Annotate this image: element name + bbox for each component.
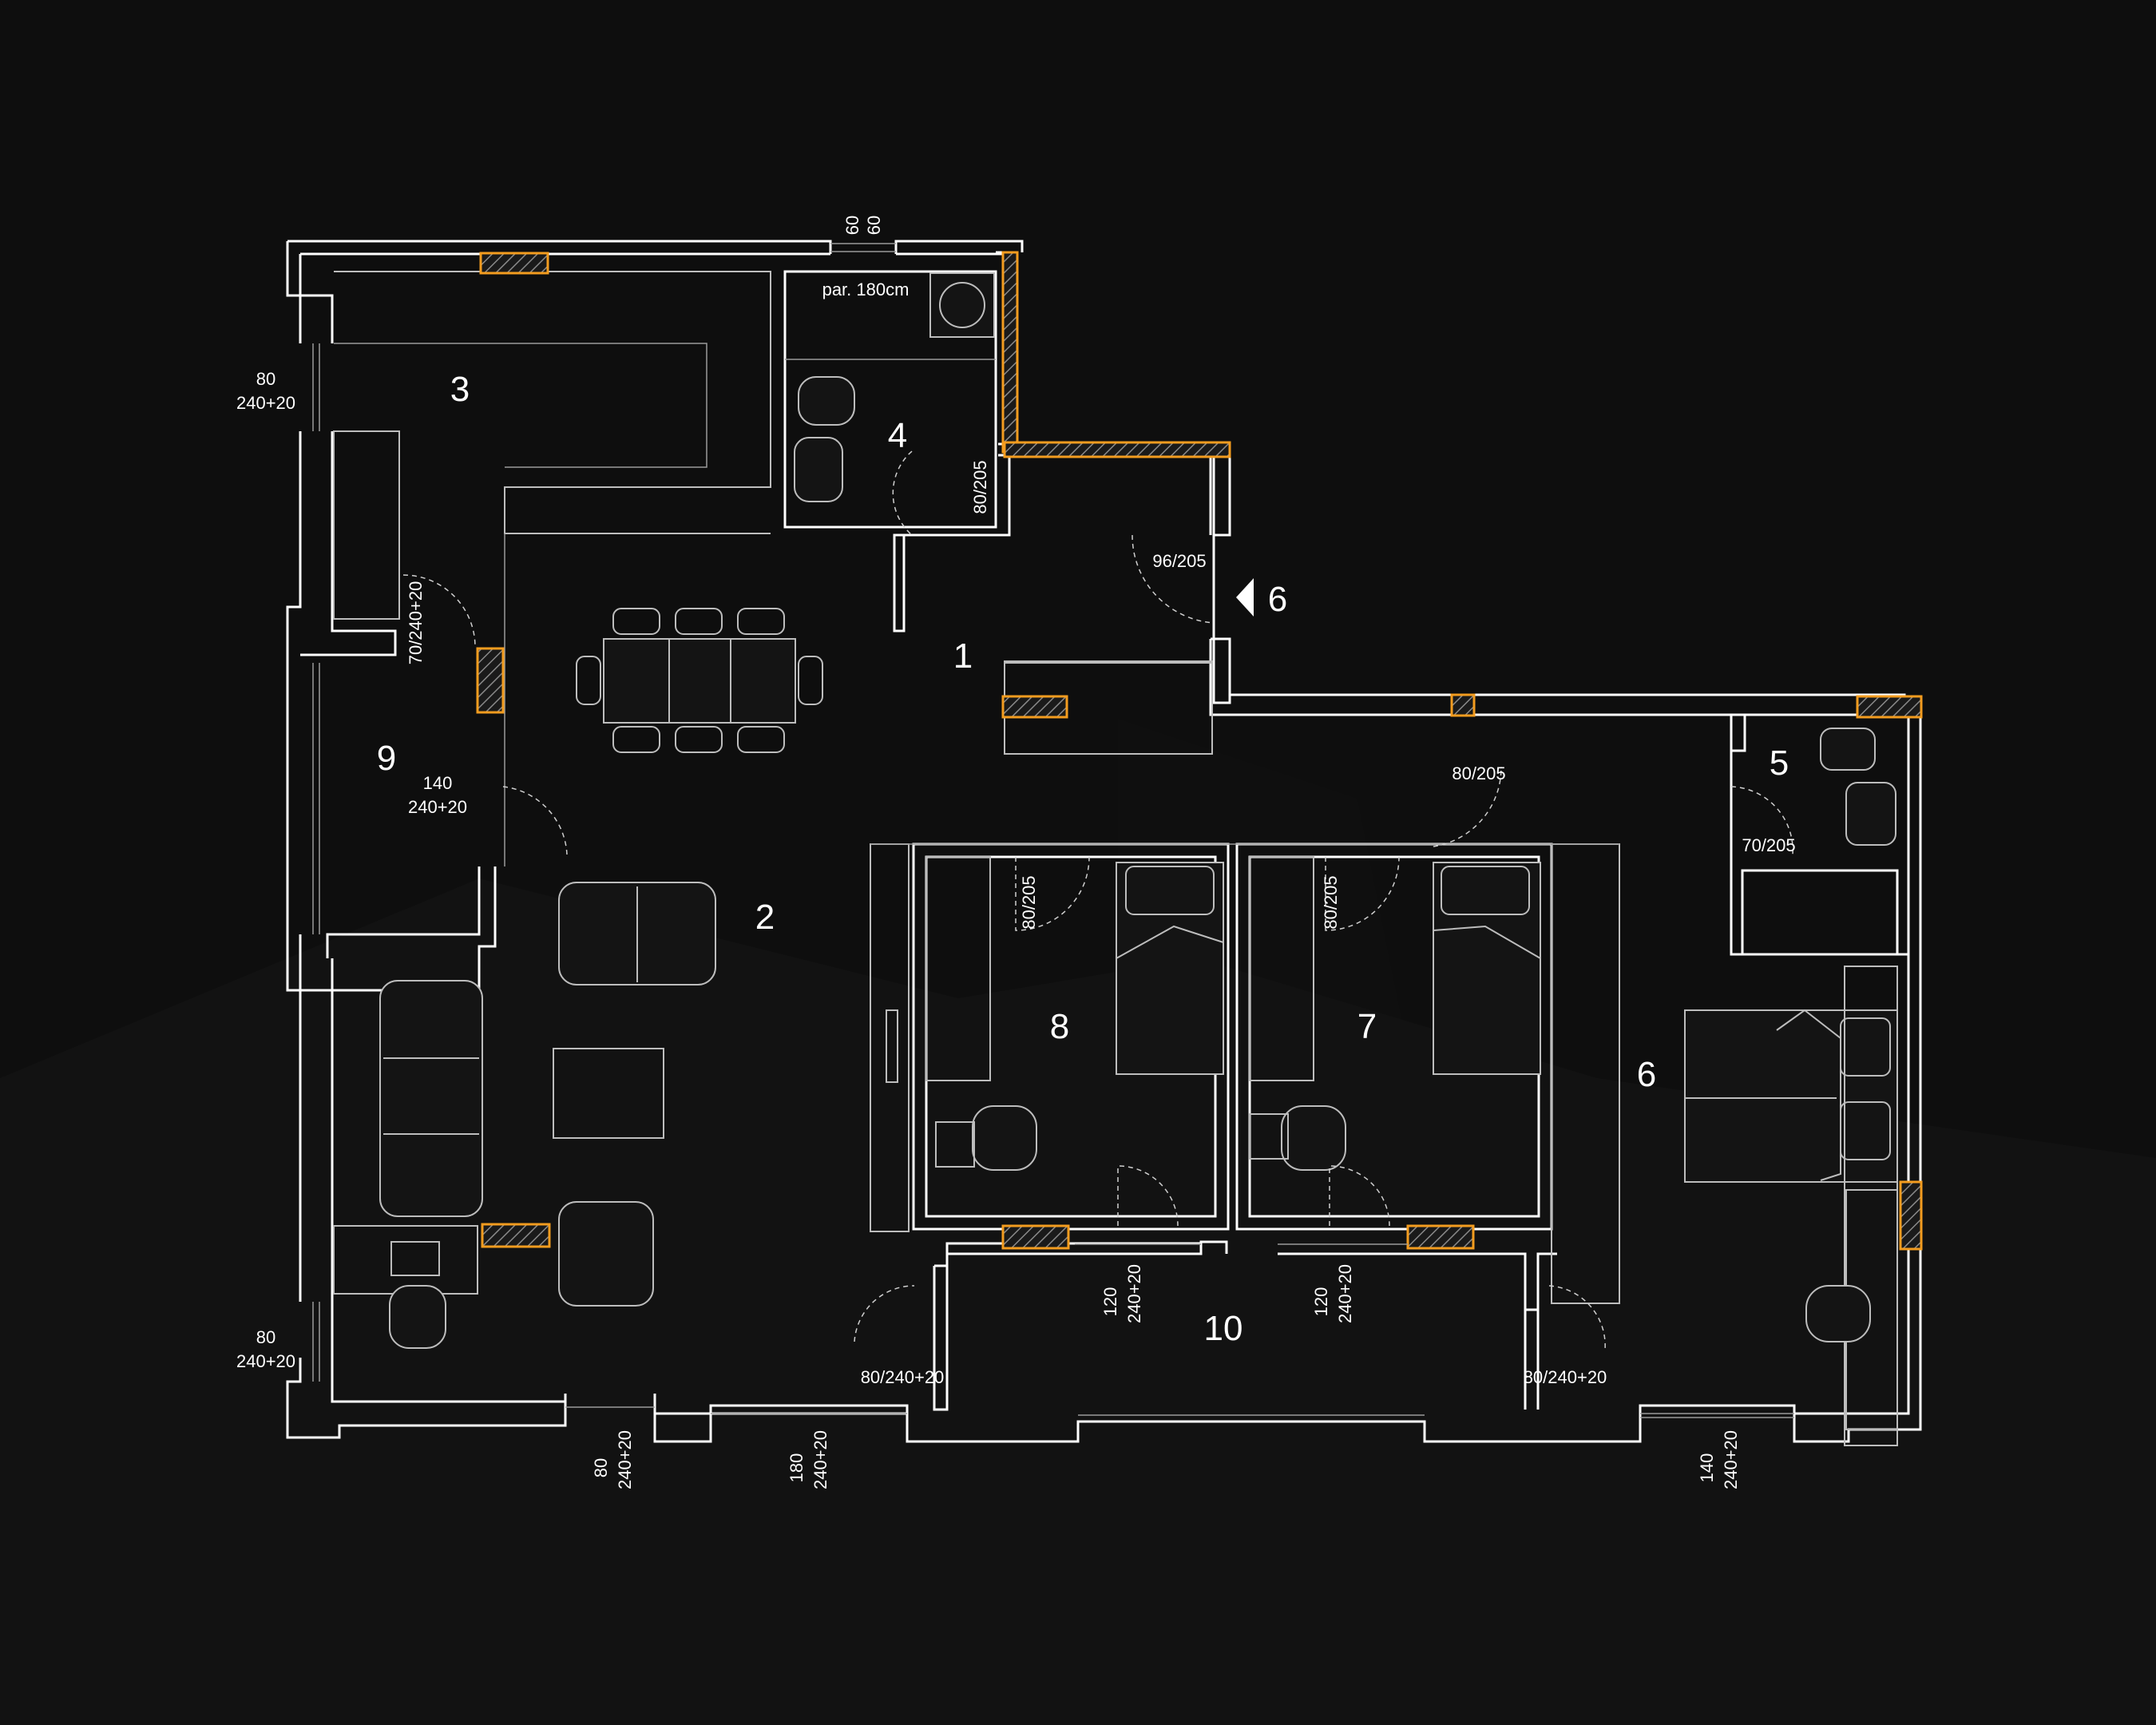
- svg-text:80/205: 80/205: [1321, 875, 1341, 929]
- svg-text:240+20: 240+20: [236, 393, 295, 413]
- room-label-3: 3: [450, 370, 470, 409]
- room-label-4: 4: [888, 416, 907, 455]
- svg-text:80/205: 80/205: [970, 460, 990, 514]
- svg-text:70/240+20: 70/240+20: [406, 581, 426, 665]
- bedroom-desks: [935, 1105, 1346, 1171]
- svg-text:80: 80: [256, 1327, 275, 1347]
- window-lines: [312, 243, 1425, 1416]
- svg-text:240+20: 240+20: [810, 1430, 830, 1489]
- living-furniture: [333, 608, 1213, 1349]
- bathroom-5-walls: [1730, 713, 1910, 956]
- background-silhouette: [0, 719, 2156, 1725]
- svg-text:60: 60: [842, 216, 862, 235]
- bedroom-7-walls: [1235, 843, 1553, 1231]
- svg-text:140: 140: [1697, 1453, 1717, 1483]
- room-label-5: 5: [1770, 744, 1789, 783]
- svg-text:80: 80: [591, 1458, 611, 1477]
- svg-text:240+20: 240+20: [615, 1430, 635, 1489]
- entrance-marker: 6: [1268, 580, 1287, 619]
- door-swings: [402, 450, 1793, 1350]
- room-label-7: 7: [1357, 1007, 1377, 1046]
- svg-text:par. 180cm: par. 180cm: [822, 280, 910, 299]
- room-label-10: 10: [1204, 1309, 1243, 1348]
- svg-text:240+20: 240+20: [1721, 1430, 1741, 1489]
- bathroom-4-fixtures: [785, 272, 996, 502]
- svg-text:60: 60: [864, 216, 884, 235]
- room-label-2: 2: [755, 898, 775, 937]
- svg-text:120: 120: [1100, 1287, 1120, 1317]
- svg-text:80/240+20: 80/240+20: [1524, 1367, 1607, 1387]
- svg-text:80/240+20: 80/240+20: [861, 1367, 945, 1387]
- svg-text:240+20: 240+20: [1335, 1264, 1355, 1323]
- svg-text:120: 120: [1311, 1287, 1331, 1317]
- kitchen-counter: [333, 271, 771, 866]
- room-label-6: 6: [1637, 1055, 1656, 1094]
- svg-text:180: 180: [787, 1453, 807, 1483]
- svg-text:240+20: 240+20: [408, 797, 467, 817]
- svg-text:70/205: 70/205: [1742, 835, 1795, 855]
- dimension-labels: 60 60 par. 180cm 80 240+20 80 240+20 80/…: [236, 216, 1796, 1489]
- room-label-1: 1: [953, 636, 973, 676]
- balcony-10-walls: [933, 1240, 1557, 1411]
- room-label-8: 8: [1050, 1007, 1069, 1046]
- entrance-arrow-icon: [1236, 578, 1254, 617]
- structural-walls-highlight: [476, 251, 1923, 1251]
- svg-text:80/205: 80/205: [1452, 763, 1505, 783]
- svg-text:80/205: 80/205: [1019, 875, 1039, 929]
- svg-text:140: 140: [423, 773, 453, 793]
- bedroom-8-walls: [912, 843, 1230, 1231]
- svg-text:240+20: 240+20: [1124, 1264, 1144, 1323]
- bedroom-6-furniture: [1684, 966, 1898, 1446]
- room-label-9: 9: [377, 739, 396, 778]
- svg-text:240+20: 240+20: [236, 1351, 295, 1371]
- svg-text:80: 80: [256, 369, 275, 389]
- svg-text:96/205: 96/205: [1152, 551, 1206, 571]
